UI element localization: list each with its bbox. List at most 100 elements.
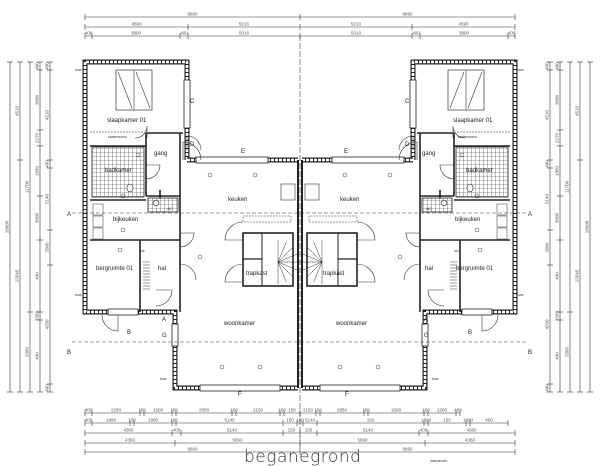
dimension-label: 13545 — [575, 269, 580, 282]
dimension-label: 9890 — [187, 12, 198, 17]
appliance — [92, 215, 104, 228]
dimension-label: 9890 — [187, 447, 198, 452]
ceiling-light-icon — [337, 364, 343, 370]
dimension-label: 2000 — [545, 242, 550, 253]
room-label-hal: hal — [425, 266, 433, 272]
dimension-label: 11700 — [25, 180, 30, 193]
appliance — [496, 227, 508, 240]
room-label-bijkeuken: bijkeuken — [455, 217, 480, 223]
section-marker-a-right: A — [528, 212, 532, 218]
dimension-label: 4590 — [458, 22, 469, 27]
room-label-trapkast: trapkast — [246, 271, 268, 277]
room-label-wc: WC — [167, 207, 173, 211]
door-swing — [134, 125, 148, 139]
window — [195, 156, 269, 164]
ceiling-light-icon — [477, 247, 483, 253]
room-label-badkamer: badkamer — [466, 168, 493, 174]
dimension-label: 400 — [508, 31, 516, 36]
dimension-label: 400 — [454, 408, 462, 413]
exterior-wall-hatch — [302, 60, 517, 390]
dimension-label: 1860 — [35, 165, 40, 176]
window — [421, 323, 429, 347]
dimension-label: 400 — [555, 62, 560, 70]
dimension-label: 5140 — [224, 418, 235, 423]
appliance — [92, 203, 104, 216]
dimension-label: 400 — [85, 31, 93, 36]
ceiling-light-icon — [207, 172, 213, 178]
dimension-label: 3000 — [35, 212, 40, 223]
marker-a: A — [424, 317, 428, 323]
dimension-label: 150 — [314, 408, 322, 413]
dimension-label: 5140 — [227, 428, 238, 433]
dimension-label: 2150 — [303, 408, 314, 413]
room-label-mk: mk — [140, 249, 145, 253]
stair-tread — [306, 261, 323, 278]
marker-e: E — [344, 149, 348, 155]
exterior-wall-hatch — [83, 60, 298, 390]
ceiling-light-icon — [387, 172, 393, 178]
room-label-bijkeuken: bijkeuken — [113, 217, 138, 223]
dimension-label: 3360 — [555, 310, 560, 321]
dimension-label: 400 — [85, 418, 93, 423]
room-label-trapkast: trapkast — [323, 271, 345, 277]
section-marker-a-left: A — [67, 212, 71, 218]
door-swing — [101, 314, 119, 332]
dimension-label: 400 — [35, 62, 40, 70]
stair-tread — [306, 246, 323, 263]
door-swing — [398, 141, 418, 161]
dimension-label: 150 — [296, 418, 304, 423]
ceiling-light-icon — [474, 193, 480, 199]
room-label-hal: hal — [158, 266, 166, 272]
room-label-keuken: keuken — [340, 197, 359, 203]
dimension-label: 3890 — [131, 31, 142, 36]
dimension-label: 400 — [85, 408, 93, 413]
window — [199, 384, 281, 392]
door-frame — [107, 308, 139, 316]
dimension-label: 150 — [288, 428, 296, 433]
ceiling-light-icon — [459, 152, 465, 158]
dimension-label: 5016 — [239, 22, 250, 27]
door-swing — [439, 164, 455, 180]
dimension-label: 400 — [45, 384, 50, 392]
rainwater-label: hwa — [160, 377, 166, 381]
dimension-label: 4510 — [45, 109, 50, 120]
dimension-label: 4360 — [466, 428, 477, 433]
dimension-label: 4200 — [45, 319, 50, 330]
dimension-label: 4510 — [545, 109, 550, 120]
room-label-bergruimte: bergruimte 01 — [456, 266, 494, 272]
room-label-kastenwand: kastenwand — [108, 135, 127, 139]
dimension-label: 3600 — [35, 94, 40, 105]
door-frame — [461, 308, 493, 316]
dimension-label: 4590 — [131, 22, 142, 27]
room-label-mk: mk — [454, 249, 459, 253]
rainwater-label: hwa — [517, 68, 523, 72]
dimension-label: 4360 — [465, 438, 476, 443]
dimension-label: 2270 — [35, 132, 40, 143]
room-label-gang: gang — [154, 151, 167, 157]
room-label-wc: WC — [426, 207, 432, 211]
dimension-label: 3890 — [459, 31, 470, 36]
dimension-label: 5010 — [351, 31, 362, 36]
dimension-label: 150 — [230, 408, 238, 413]
marker-e: E — [241, 149, 245, 155]
dimension-label: 9890 — [402, 12, 413, 17]
dimension-label: 1890 — [106, 418, 117, 423]
stair-tread — [277, 246, 294, 263]
toilet-tiles — [147, 197, 179, 213]
dimension-label: 400 — [555, 272, 560, 280]
marker-f: F — [238, 392, 242, 398]
door-swing — [403, 263, 421, 281]
room-label-gang: gang — [422, 151, 435, 157]
dimension-label: 150 — [422, 408, 430, 413]
window — [183, 79, 191, 129]
dimension-label: 18090 — [585, 220, 590, 233]
window — [319, 384, 401, 392]
dimension-label: 2850 — [337, 408, 348, 413]
cooktop — [304, 183, 320, 201]
room-label-badkamer: badkamer — [105, 168, 132, 174]
dimension-label: 1890 — [463, 418, 474, 423]
dimension-label: 400 — [180, 31, 188, 36]
dimension-label: 1860 — [555, 165, 560, 176]
dimension-label: 150 — [362, 408, 370, 413]
